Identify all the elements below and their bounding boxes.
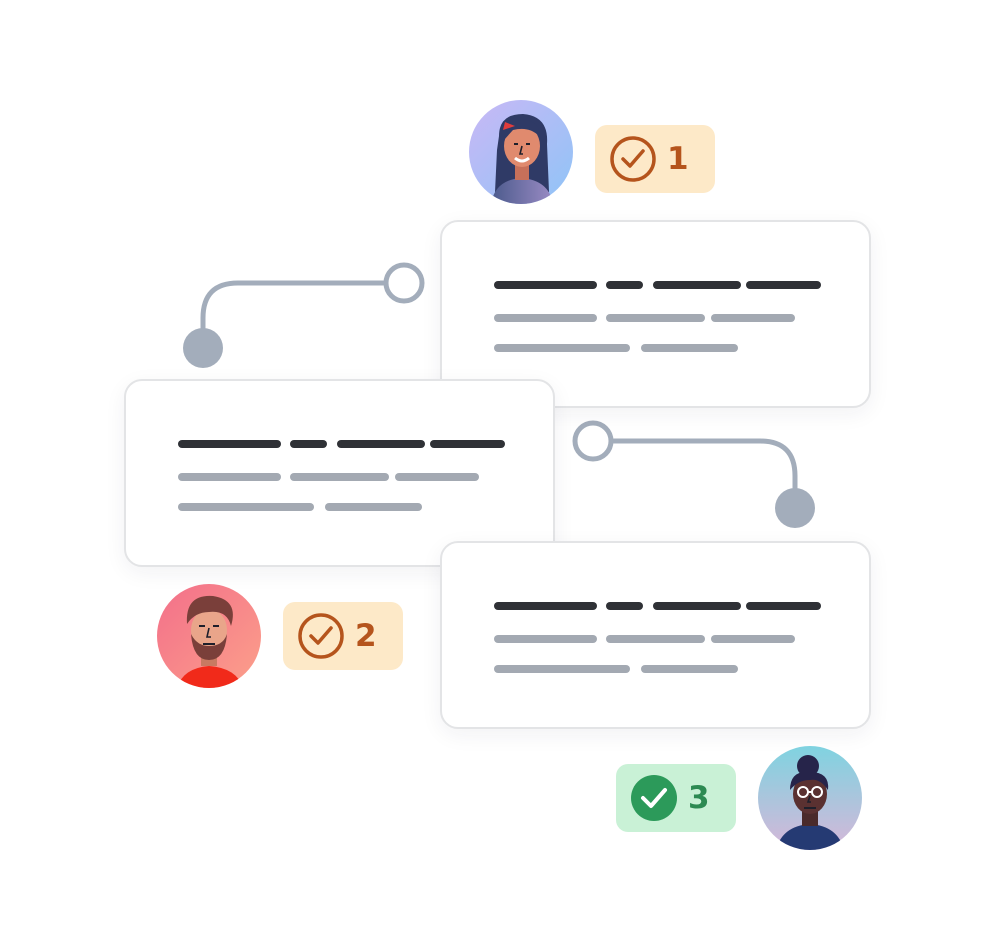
text-line-placeholder: [653, 281, 741, 289]
text-line-placeholder: [641, 344, 738, 352]
text-line-placeholder: [494, 281, 597, 289]
check-circle-filled-icon: [631, 775, 677, 821]
reviewer-3-avatar: [758, 746, 862, 850]
text-line-placeholder: [606, 281, 643, 289]
document-card-1: [440, 220, 871, 408]
text-line-placeholder: [494, 635, 597, 643]
text-line-placeholder: [430, 440, 505, 448]
check-circle-outline-icon: [610, 136, 656, 182]
step-number: 2: [355, 618, 377, 654]
text-line-placeholder: [746, 281, 821, 289]
text-line-placeholder: [178, 440, 281, 448]
check-circle-outline-icon: [298, 613, 344, 659]
text-line-placeholder: [337, 440, 425, 448]
text-line-placeholder: [178, 473, 281, 481]
step-3-status-badge: 3: [616, 764, 736, 832]
text-line-placeholder: [494, 602, 597, 610]
text-line-placeholder: [641, 665, 738, 673]
text-line-placeholder: [290, 440, 327, 448]
connector-dot-filled: [775, 488, 815, 528]
text-line-placeholder: [494, 665, 630, 673]
text-line-placeholder: [494, 344, 630, 352]
text-line-placeholder: [494, 314, 597, 322]
text-line-placeholder: [711, 635, 795, 643]
text-line-placeholder: [178, 503, 314, 511]
text-line-placeholder: [746, 602, 821, 610]
step-1-status-badge: 1: [595, 125, 715, 193]
text-line-placeholder: [711, 314, 795, 322]
step-number: 1: [667, 141, 689, 177]
text-line-placeholder: [653, 602, 741, 610]
text-line-placeholder: [606, 602, 643, 610]
document-card-2: [124, 379, 555, 567]
connector-dot-open: [572, 420, 614, 462]
connector-1: [183, 262, 425, 368]
step-number: 3: [688, 780, 710, 816]
text-line-placeholder: [606, 314, 705, 322]
step-2-status-badge: 2: [283, 602, 403, 670]
document-card-3: [440, 541, 871, 729]
connector-dot-filled: [183, 328, 223, 368]
text-line-placeholder: [290, 473, 389, 481]
reviewer-2-avatar: [157, 584, 261, 688]
connector-dot-open: [383, 262, 425, 304]
text-line-placeholder: [325, 503, 422, 511]
text-line-placeholder: [606, 635, 705, 643]
reviewer-1-avatar: [469, 100, 573, 204]
connector-2: [572, 420, 815, 528]
text-line-placeholder: [395, 473, 479, 481]
